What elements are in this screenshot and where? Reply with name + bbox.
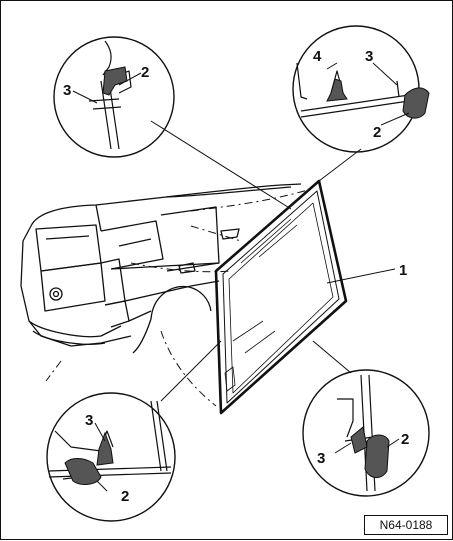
- callout-1-glass: 1: [399, 262, 407, 279]
- leader-top-right: [318, 148, 362, 182]
- reference-code: N64-0188: [379, 518, 433, 532]
- callout-3-top-left: 3: [63, 82, 71, 99]
- callout-3-bottom-right: 3: [317, 450, 325, 467]
- callout-3-top-right: 3: [365, 48, 373, 65]
- callout-3-bottom-left: 3: [85, 412, 93, 429]
- leader-bottom-right: [312, 340, 352, 374]
- leader-item-1: [326, 268, 396, 284]
- callout-4-top-right: 4: [313, 48, 322, 65]
- side-window-glass: [214, 179, 348, 415]
- leader-top-left: [150, 120, 292, 210]
- detail-circle-bottom-right: [302, 369, 430, 497]
- guide-lines: [45, 188, 312, 407]
- detail-circle-top-left: [53, 36, 175, 158]
- detail-circle-top-right: [292, 25, 430, 153]
- leader-bottom-left: [160, 340, 222, 402]
- reference-code-box: N64-0188: [364, 515, 448, 535]
- callout-2-bottom-right: 2: [401, 431, 409, 448]
- callout-2-bottom-left: 2: [121, 488, 129, 505]
- callout-2-top-left: 2: [141, 64, 149, 81]
- detail-circle-bottom-left: [46, 392, 176, 522]
- callout-2-top-right: 2: [373, 124, 381, 141]
